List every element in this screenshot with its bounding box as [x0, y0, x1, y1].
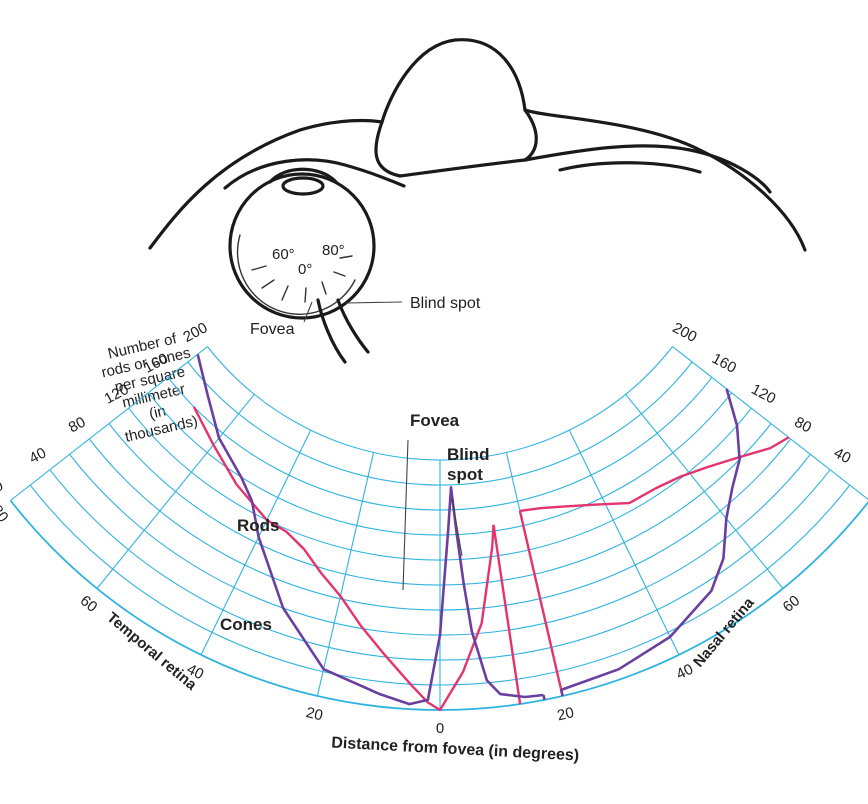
yaxis-title-line: (in	[148, 402, 168, 422]
head-illustration: 60° 0° 80° Fovea Blind spot	[148, 38, 807, 364]
blind-spot-label: Blind	[447, 445, 490, 464]
blind-spot-pointer	[451, 497, 463, 557]
nose-tip	[398, 158, 527, 178]
left-scale-tick: 80	[66, 414, 89, 437]
grid-ray	[96, 393, 255, 589]
blind-spot-label: spot	[447, 465, 483, 484]
eye-angle-ticks	[251, 255, 353, 303]
eye-angle-0: 0°	[298, 261, 312, 278]
left-scale-tick: 40	[26, 444, 49, 467]
lens	[281, 176, 325, 196]
left-brow	[223, 158, 406, 190]
right-scale-tick: 120	[748, 381, 778, 408]
cones-blind-spot-edge	[559, 689, 564, 697]
rods-blind-spot-edge	[492, 524, 522, 705]
angle-tick: 20	[556, 704, 576, 724]
grid-ray	[568, 429, 680, 656]
angle-tick: 0	[436, 720, 444, 737]
grid-ray	[10, 346, 208, 501]
grid-ray	[625, 393, 784, 589]
grid-ray	[672, 346, 868, 501]
nose-bridge-right	[523, 108, 538, 162]
optic-nerve-left	[316, 298, 347, 364]
angle-tick: 20	[304, 704, 324, 724]
right-scale-tick: 200	[670, 319, 700, 346]
eyeball-outer	[228, 172, 376, 320]
cones-label: Cones	[220, 615, 272, 634]
cornea	[268, 167, 338, 184]
eye-blindspot-pointer	[345, 301, 403, 304]
rods-label: Rods	[237, 516, 280, 535]
angle-tick: 60	[780, 592, 804, 616]
nose-bridge-left	[374, 120, 402, 178]
grid-ray	[200, 429, 312, 656]
cones-blind-spot-edge	[542, 694, 546, 701]
angle-tick: 40	[184, 661, 206, 684]
angle-tick: 40	[674, 661, 696, 684]
eye-angle-60: 60°	[272, 246, 295, 263]
fovea-pointer	[402, 439, 409, 591]
eyeball: 60° 0° 80°	[228, 167, 376, 364]
head-outline	[148, 38, 807, 252]
left-scale-tick: 200	[180, 319, 210, 346]
grid-arc	[207, 346, 673, 461]
optic-nerve-right	[336, 298, 370, 354]
nasal-retina-label: Nasal retina	[690, 594, 758, 671]
eye-fovea-pointer	[303, 301, 313, 323]
right-scale-tick: 40	[831, 444, 854, 467]
left-scale-tick: 0	[0, 477, 6, 496]
cones-curve	[560, 388, 741, 692]
right-scale-tick: 160	[709, 350, 739, 377]
angle-tick: 60	[77, 592, 101, 616]
rods-curve	[519, 436, 790, 513]
rods-curve	[192, 406, 495, 712]
eye-fovea-label: Fovea	[250, 321, 295, 338]
eye-angle-80: 80°	[322, 242, 345, 259]
cones-curve	[196, 353, 544, 706]
right-scale-tick: 80	[791, 414, 814, 437]
grid-ray	[316, 452, 375, 697]
xaxis-label: Distance from fovea (in degrees)	[331, 735, 580, 765]
right-eye-fold	[558, 161, 702, 174]
fovea-label: Fovea	[410, 411, 460, 430]
right-brow	[523, 144, 772, 194]
temporal-retina-label: Temporal retina	[103, 609, 200, 694]
eye-blind-spot-label: Blind spot	[410, 295, 481, 312]
density-curves	[192, 353, 790, 712]
rods-blind-spot-edge	[518, 510, 564, 697]
angle-tick: 80	[0, 502, 12, 526]
